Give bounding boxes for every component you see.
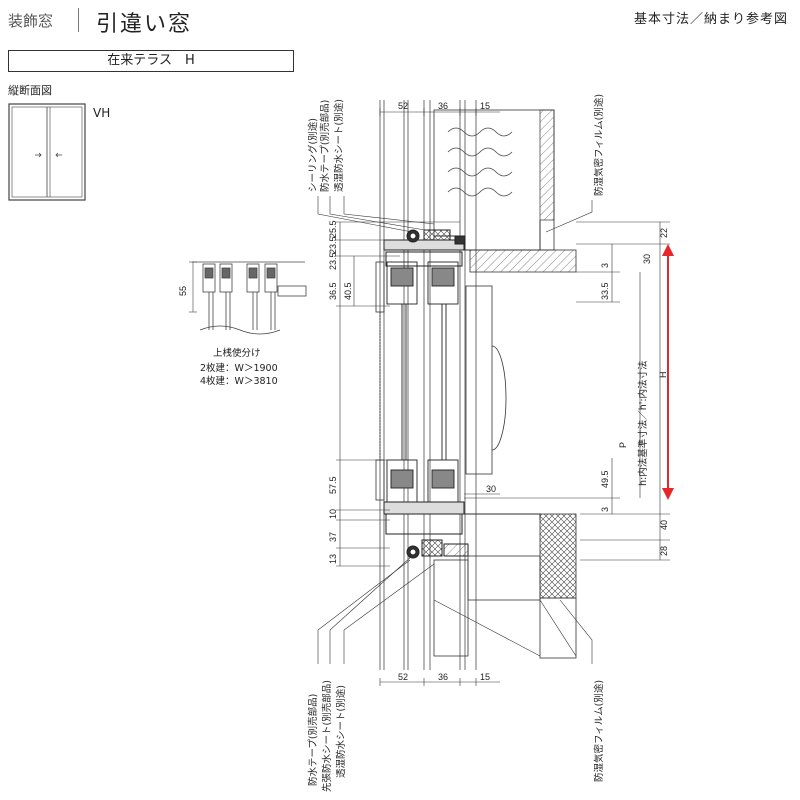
dim-top-36: 36 bbox=[438, 101, 448, 111]
top-dims bbox=[379, 108, 500, 116]
inner-dim-note: h:内法基準寸法／h':内法寸法 bbox=[637, 360, 649, 486]
lower-wall bbox=[433, 513, 577, 659]
callout-breathable-sheet-bottom: 透湿防水シート(別途) bbox=[335, 685, 347, 778]
dim-opening-p: P bbox=[618, 442, 628, 448]
section-label: 縦断面図 bbox=[8, 84, 52, 97]
dim-left-13: 13 bbox=[328, 554, 338, 564]
svg-text:4枚建：W＞3810: 4枚建：W＞3810 bbox=[200, 375, 278, 387]
transom-detail bbox=[189, 261, 307, 335]
dim-left-57-5: 57.5 bbox=[328, 476, 338, 494]
dim-left-23-5b: 23.5 bbox=[328, 252, 338, 270]
callout-pre-sheet: 先張防水シート(別売部品) bbox=[321, 680, 333, 792]
reference-lines bbox=[379, 100, 477, 670]
svg-text:上桟使分け: 上桟使分け bbox=[213, 347, 261, 359]
dim-sill-30: 30 bbox=[486, 484, 496, 494]
dim-left-23-5: 23.5 bbox=[328, 236, 338, 254]
elevation-thumbnail bbox=[8, 103, 86, 201]
dim-right-33-5: 33.5 bbox=[600, 282, 610, 300]
header-divider bbox=[78, 8, 79, 32]
dim-right-3: 3 bbox=[600, 263, 610, 268]
dim-right-30: 30 bbox=[642, 254, 652, 264]
transom-note: 上桟使分け 2枚建：W＞1900 4枚建：W＞3810 bbox=[200, 347, 278, 387]
dim-overall-h: H bbox=[658, 372, 668, 379]
callout-vapor-film-bottom: 防湿気密フィルム(別途) bbox=[593, 680, 605, 782]
dim-left-37: 37 bbox=[328, 532, 338, 542]
dim-right-49-5: 49.5 bbox=[600, 470, 610, 488]
upper-wall bbox=[433, 109, 577, 273]
dim-right-3b: 3 bbox=[600, 507, 610, 512]
callout-breathable-sheet-top: 透湿防水シート(別途) bbox=[333, 99, 345, 192]
sash-left bbox=[386, 261, 418, 503]
reference-label: 基本寸法／納まり参考図 bbox=[633, 12, 788, 27]
dim-top-15: 15 bbox=[480, 101, 490, 111]
type-label: 在来テラス H bbox=[8, 50, 294, 72]
dim-right-28: 28 bbox=[659, 546, 669, 556]
callout-waterproof-tape-top: 防水テープ(別売部品) bbox=[319, 100, 331, 192]
dim-left-10: 10 bbox=[328, 509, 338, 519]
sill-frame bbox=[383, 501, 541, 559]
callout-vapor-film-top: 防湿気密フィルム(別途) bbox=[593, 94, 605, 196]
transom-height-dim: 55 bbox=[178, 286, 188, 296]
elevation-label: VH bbox=[93, 106, 111, 120]
height-arrow bbox=[662, 244, 674, 500]
dim-left-40-5: 40.5 bbox=[343, 282, 353, 300]
dim-top-52: 52 bbox=[398, 101, 408, 111]
screen bbox=[375, 261, 385, 501]
svg-text:2枚建：W＞1900: 2枚建：W＞1900 bbox=[200, 362, 278, 374]
dim-left-36-5: 36.5 bbox=[328, 282, 338, 300]
dim-right-40: 40 bbox=[659, 520, 669, 530]
category-label: 装飾窓 bbox=[8, 12, 54, 30]
interior-trim bbox=[465, 285, 507, 475]
bottom-leaders bbox=[317, 555, 593, 664]
bottom-dims bbox=[379, 678, 500, 686]
dim-bottom-15: 15 bbox=[480, 672, 490, 682]
callout-waterproof-tape-bottom: 防水テープ(別売部品) bbox=[307, 694, 319, 786]
page-title: 引違い窓 bbox=[96, 12, 193, 37]
left-dims bbox=[336, 221, 460, 567]
dim-left-25-5: 25.5 bbox=[328, 220, 338, 238]
dim-bottom-52: 52 bbox=[398, 672, 408, 682]
top-leaders bbox=[317, 196, 593, 233]
right-dims bbox=[464, 221, 670, 561]
sash-right bbox=[427, 261, 459, 503]
dim-right-22: 22 bbox=[659, 228, 669, 238]
callout-sealing: シーリング(別途) bbox=[307, 118, 319, 192]
dim-bottom-36: 36 bbox=[438, 672, 448, 682]
head-frame bbox=[383, 229, 466, 267]
